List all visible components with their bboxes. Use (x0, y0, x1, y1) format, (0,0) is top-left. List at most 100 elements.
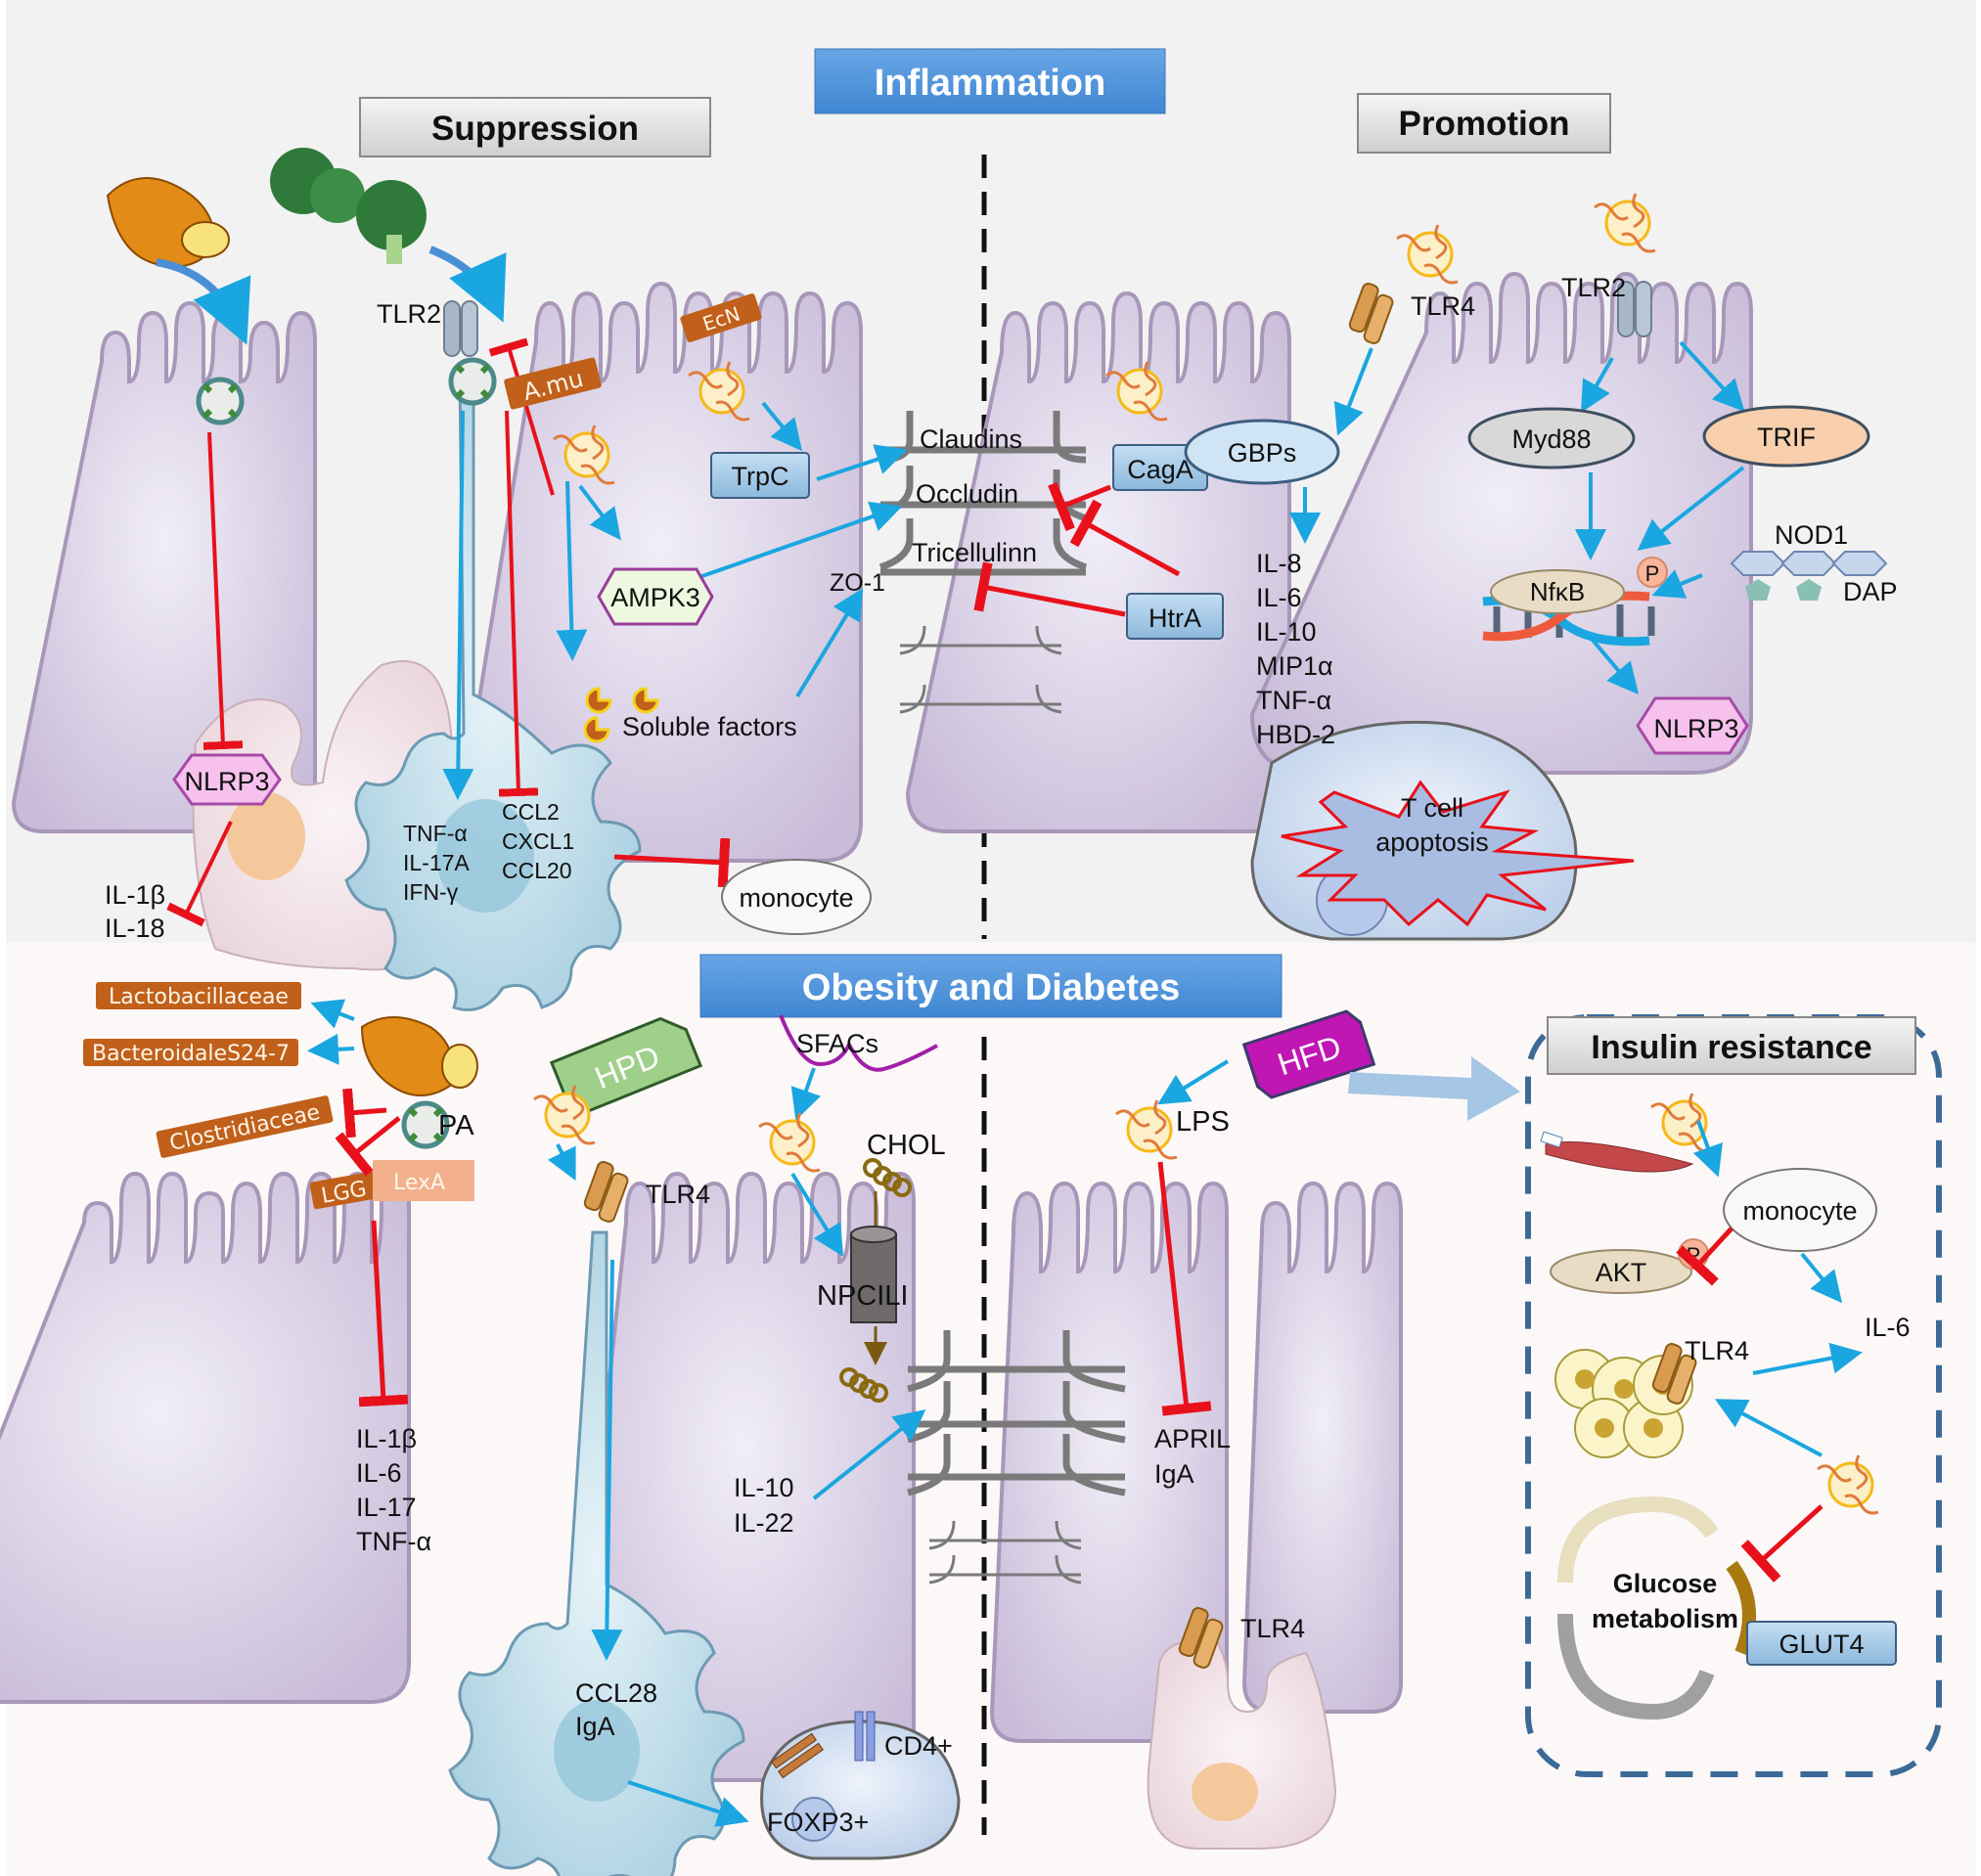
npc-label: NPCILI (817, 1280, 908, 1312)
svg-text:TRIF: TRIF (1757, 423, 1816, 452)
arrow-hfd-lps (1157, 1059, 1230, 1105)
obesity-title: Obesity and Diabetes (802, 967, 1180, 1008)
dc-ccl28-label: CCL28 (575, 1678, 657, 1708)
arrow-turmeric-bacteroidales (307, 1033, 355, 1065)
muscle-icon (1540, 1131, 1694, 1173)
inhibit-line-monocyte (613, 837, 731, 888)
tlr4-label-promotion: TLR4 (1411, 291, 1475, 321)
insulin-resistance-title: Insulin resistance (1591, 1029, 1871, 1066)
svg-text:P: P (1645, 561, 1660, 586)
svg-text:Lactobacillaceae: Lactobacillaceae (109, 985, 289, 1009)
turmeric-icon (106, 177, 230, 268)
dendritic-cell-top (344, 370, 642, 1011)
il6-label-insulin: IL-6 (1865, 1313, 1911, 1342)
phospho-badge-nfkb: P (1637, 557, 1668, 588)
inhibit-lgg-cytokines (358, 1220, 409, 1407)
tricellulin-label: Tricellulinn (912, 538, 1037, 567)
chol-rings-icon (863, 1158, 912, 1197)
glucose-cycle-icon (1557, 1496, 1756, 1720)
inhibit-pa-lgg (335, 1116, 401, 1177)
trif-ellipse: TRIF (1702, 405, 1870, 468)
pa-label: PA (438, 1110, 474, 1141)
promotion-cytokine-2: IL-10 (1256, 617, 1317, 647)
inhibit-lps-april (1157, 1161, 1212, 1416)
svg-text:NfκB: NfκB (1530, 577, 1585, 606)
tlr2-label-promotion: TLR2 (1561, 273, 1626, 302)
obesity-cytokine-1: IL-6 (356, 1458, 402, 1488)
caga-box: CagA (1112, 444, 1208, 491)
monocyte-top: monocyte (721, 859, 872, 935)
arrow-hpd-tlr4 (547, 1143, 576, 1182)
svg-text:Myd88: Myd88 (1511, 424, 1591, 454)
arrow-nod1-nfkb (1651, 569, 1703, 599)
occludin-label: Occludin (916, 479, 1018, 509)
svg-text:AMPK3: AMPK3 (610, 583, 700, 612)
arrow-amu-ampk (578, 484, 621, 541)
obesity-left-cytokine-list: IL-1β IL-6 IL-17 TNF-α (356, 1424, 431, 1556)
tcell-apoptosis-line1: T cell (1401, 793, 1463, 823)
inhibit-htra-zo1 (973, 561, 1126, 617)
promotion-cytokine-1: IL-6 (1256, 583, 1302, 612)
soluble-factors-label: Soluble factors (622, 712, 797, 741)
dc-iga-label: IgA (575, 1712, 615, 1741)
hfd-tag: HFD (1241, 1009, 1376, 1099)
lps-label: LPS (1176, 1106, 1230, 1138)
promotion-cytokine-3: MIP1α (1256, 651, 1333, 681)
broccoli-icon (270, 148, 427, 264)
arrow-tlr4-dc (591, 1259, 623, 1661)
lexa-tag: LexA (373, 1160, 474, 1201)
arrow-il-junction (812, 1409, 926, 1500)
foxp3-label: FOXP3+ (767, 1808, 869, 1837)
inhibit-line-amu-tlr2 (488, 337, 555, 496)
svg-text:monocyte: monocyte (739, 883, 853, 913)
insulin-resistance-banner: Insulin resistance (1547, 1016, 1916, 1075)
nfkb-ellipse: NfκB (1490, 569, 1625, 614)
inhibit-line-nlrp3-il (166, 821, 233, 927)
tlr2-receptor-icon (443, 300, 478, 357)
monocyte-insulin: monocyte (1723, 1168, 1877, 1252)
inhibit-bacteria-glucose (1740, 1504, 1823, 1583)
svg-text:GLUT4: GLUT4 (1778, 1630, 1864, 1659)
svg-text:CagA: CagA (1127, 455, 1193, 484)
glut4-box: GLUT4 (1746, 1621, 1897, 1666)
macrophage-bottom-nucleus (1192, 1763, 1258, 1821)
tlr4-label-bottom-left: TLR4 (646, 1180, 710, 1209)
treg-cell (760, 1711, 961, 1860)
bacteroidales-tag: BacteroidaleS24-7 (83, 1039, 298, 1066)
arrow-nfkb-nlrp3 (1589, 636, 1640, 695)
nlrp3-hexagon-right: NLRP3 (1636, 696, 1749, 755)
glucose-label-line2: metabolism (1592, 1604, 1738, 1633)
epithelial-cell-bottom-1 (0, 1171, 411, 1704)
svg-text:LexA: LexA (393, 1171, 445, 1195)
svg-text:AKT: AKT (1596, 1258, 1647, 1287)
tcell-apoptosis-line2: apoptosis (1375, 827, 1489, 857)
arrow-turmeric-lactobacillaceae (310, 999, 355, 1029)
vesicle-icon (199, 380, 242, 423)
cd4-label: CD4+ (884, 1731, 953, 1761)
inflammation-banner: Inflammation (814, 48, 1166, 114)
inhibit-line-chemokines (498, 410, 539, 797)
arrow-ecn-trpc (761, 401, 803, 452)
apoptosis-burst (1281, 780, 1635, 927)
svg-text:HtrA: HtrA (1148, 603, 1201, 633)
chol-label: CHOL (867, 1130, 946, 1161)
dc-cytokine-0: TNF-α (403, 821, 468, 846)
il10-label: IL-10 (734, 1473, 794, 1502)
svg-text:TrpC: TrpC (732, 462, 789, 491)
promotion-cytokine-4: TNF-α (1256, 686, 1331, 715)
chol-rings-icon-bottom (839, 1367, 888, 1403)
cytokine-il18-left: IL-18 (105, 914, 165, 943)
arrow-bacteria-adipocyte (1714, 1399, 1823, 1457)
cytokine-il1b-left: IL-1β (105, 880, 165, 910)
svg-text:monocyte: monocyte (1742, 1196, 1857, 1226)
zo1-label: ZO-1 (830, 569, 885, 597)
dendritic-cell-bottom (448, 1230, 745, 1876)
arrow-trpc-claudins (816, 444, 908, 481)
arrow-to-insulin-resistance (1348, 1056, 1520, 1121)
dc-cytokine-1: IL-17A (403, 850, 470, 875)
inhibit-caga-occludin (1048, 481, 1111, 532)
arrow-tlr4-il6 (1752, 1342, 1863, 1375)
adipocyte-cluster-icon (1554, 1349, 1693, 1458)
inflammation-title: Inflammation (875, 63, 1105, 104)
